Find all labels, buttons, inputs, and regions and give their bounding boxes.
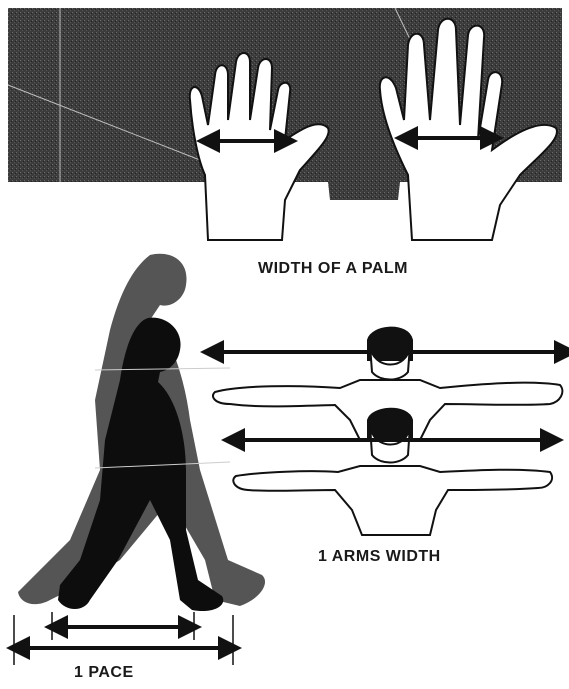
palm-width-caption: WIDTH OF A PALM xyxy=(258,260,408,278)
pace-caption: 1 PACE xyxy=(74,664,134,682)
walking-man-icon xyxy=(18,254,265,611)
pace-ticks xyxy=(14,612,233,665)
arms-outstretched-man-icon xyxy=(233,409,552,535)
arms-width-caption: 1 ARMS WIDTH xyxy=(318,548,441,566)
